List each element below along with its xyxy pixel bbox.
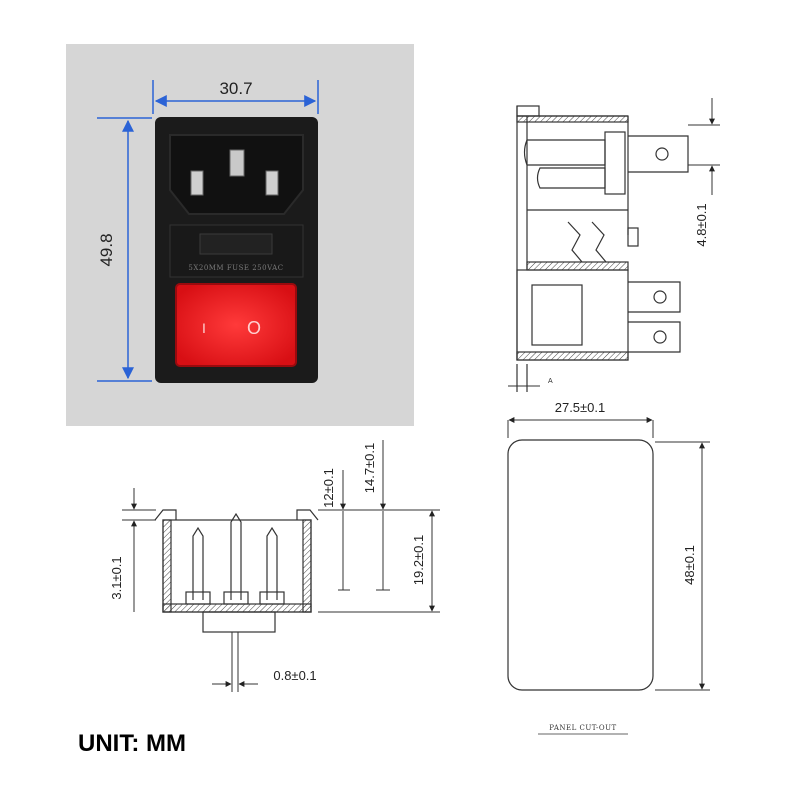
unit-label: UNIT: MM	[78, 730, 186, 757]
front-pin-3	[266, 526, 278, 600]
switch-on-symbol: I	[202, 320, 206, 336]
depth-147-label: 14.7±0.1	[362, 443, 377, 494]
side-a-tag: A	[548, 378, 553, 385]
fuse-text: 5X20MM FUSE 250VAC	[188, 264, 283, 272]
side-latch	[627, 227, 639, 247]
side-pin-upper-2	[536, 167, 606, 189]
side-switch-rocker	[531, 284, 583, 346]
side-pin-upper-1	[523, 139, 606, 166]
side-spring-2	[591, 221, 607, 263]
product-photo: 5X20MM FUSE 250VAC I O 30.7 49.8	[66, 44, 414, 426]
depth-12-label: 12±0.1	[321, 468, 336, 508]
flange-left	[154, 509, 177, 521]
side-spring-1	[567, 221, 583, 263]
rocker-switch	[175, 283, 297, 367]
side-view-drawing	[508, 98, 720, 392]
fuse-slot	[199, 233, 273, 255]
side-tab-lower-2	[628, 321, 681, 353]
pin-height-label: 4.8±0.1	[694, 203, 709, 246]
cutout-caption: PANEL CUT-OUT	[549, 724, 616, 732]
cutout-height-label: 48±0.1	[682, 545, 697, 585]
flange-right	[296, 509, 319, 521]
front-pin-base-2	[223, 591, 249, 605]
side-top-hatch	[516, 115, 629, 123]
side-top-lip	[516, 105, 540, 117]
front-pin-base-3	[259, 591, 285, 605]
side-tab-upper	[628, 135, 689, 173]
height-192-label: 19.2±0.1	[411, 535, 426, 586]
front-pin-1	[192, 526, 204, 600]
pin-width-label: 0.8±0.1	[273, 668, 316, 683]
side-mid-hatch	[526, 261, 629, 271]
front-section-drawing	[122, 440, 440, 692]
front-wall-right	[302, 519, 312, 613]
width-dim-label: 30.7	[219, 79, 252, 98]
side-tab-lower-1	[628, 281, 681, 313]
front-wall-left	[162, 519, 172, 613]
side-tab-lower-2-hole	[653, 330, 667, 344]
cutout-outline	[507, 439, 654, 691]
switch-off-symbol: O	[247, 318, 261, 338]
side-pin-block	[604, 131, 626, 195]
neutral-pin	[265, 170, 279, 196]
side-bottom-hatch	[516, 351, 629, 361]
panel-cutout-drawing	[507, 417, 710, 735]
height-dim-label: 49.8	[97, 233, 116, 266]
flange-dim-label: 3.1±0.1	[109, 556, 124, 599]
front-pin-2	[230, 512, 242, 600]
side-tab-upper-hole	[655, 147, 669, 161]
front-pin-base-1	[185, 591, 211, 605]
front-floor	[162, 603, 312, 613]
earth-pin	[229, 149, 245, 177]
side-switch-body	[516, 269, 629, 361]
front-body	[162, 519, 312, 613]
front-boss	[202, 611, 276, 633]
live-pin	[190, 170, 204, 196]
side-tab-lower-1-hole	[653, 290, 667, 304]
cutout-width-label: 27.5±0.1	[555, 400, 606, 415]
